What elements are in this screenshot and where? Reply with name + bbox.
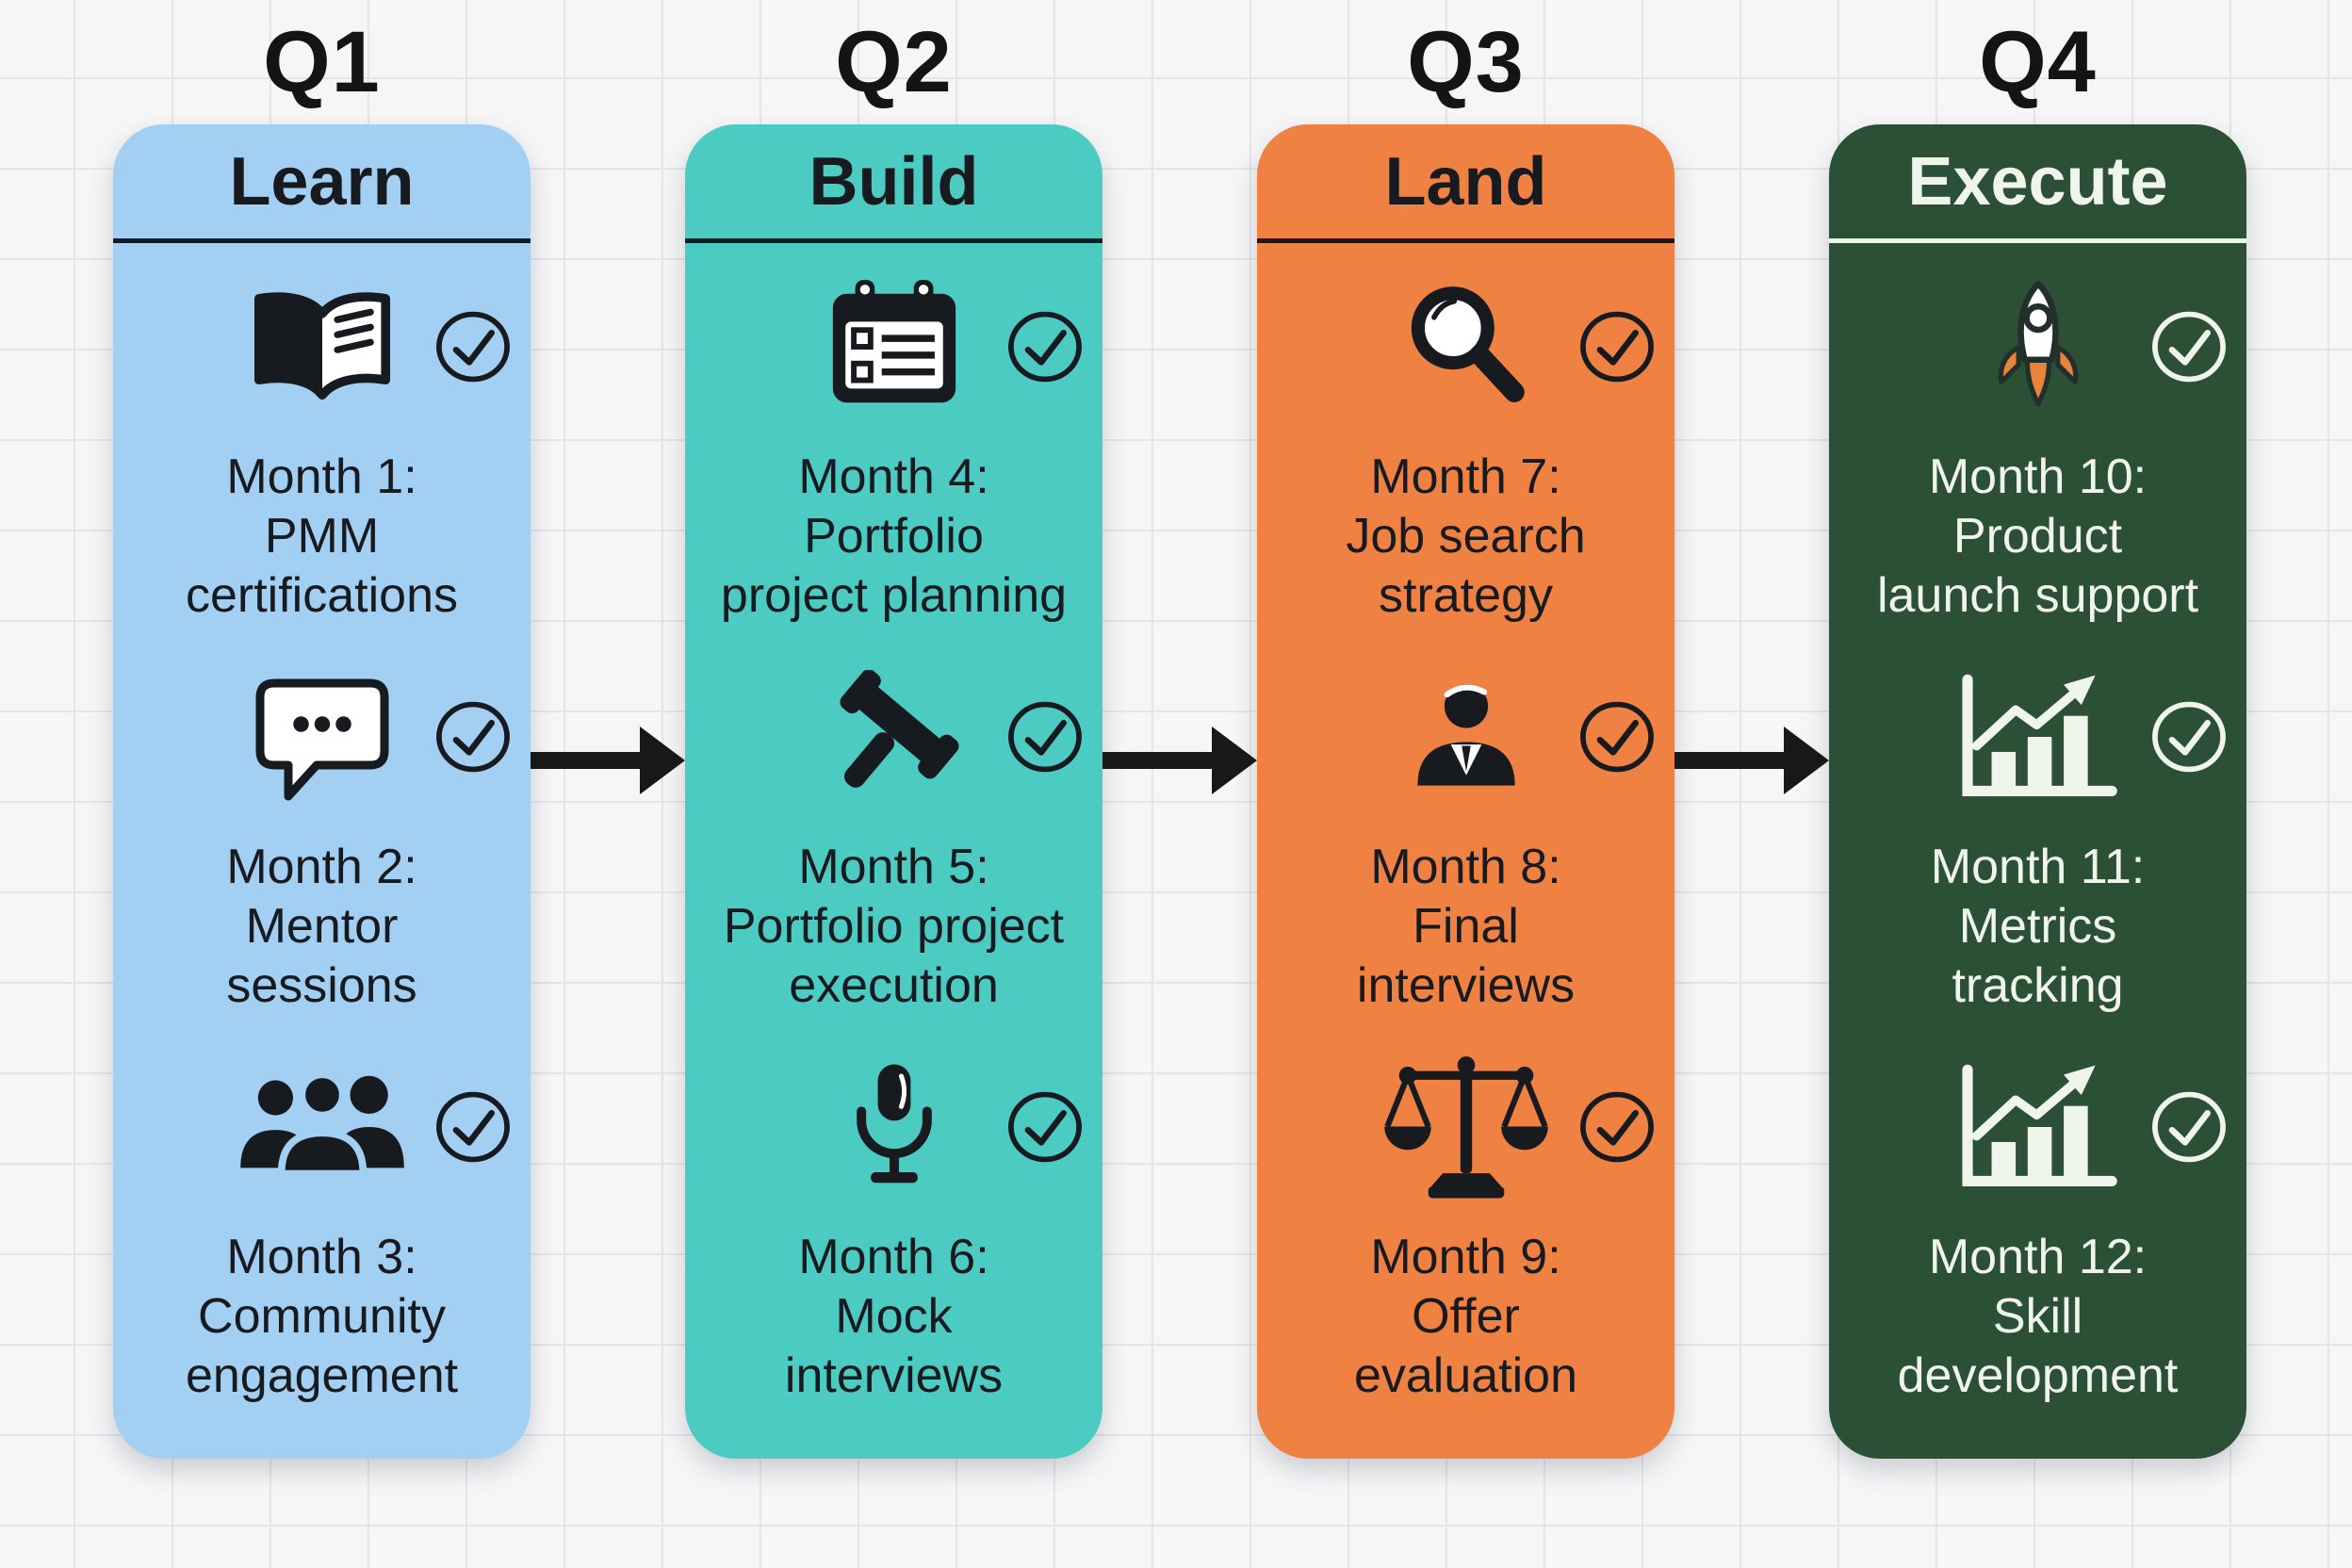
quarter-label-q3: Q3 [1407, 14, 1525, 110]
phase-title: Land [1257, 124, 1674, 243]
item-label: Month 4: Portfolio project planning [720, 449, 1068, 623]
icon-row [1257, 245, 1674, 448]
phase-title: Build [685, 124, 1102, 243]
flow-arrow-q1-q2 [531, 721, 685, 800]
check-icon [434, 1089, 512, 1164]
check-icon [1006, 699, 1084, 774]
check-icon [2150, 309, 2228, 384]
check-icon [434, 309, 512, 384]
metrics-chart-icon [1955, 674, 2121, 800]
icon-row [1257, 1025, 1674, 1228]
roadmap-item: Month 6: Mock interviews [685, 1025, 1102, 1415]
magnifier-icon [1399, 280, 1533, 414]
roadmap-item: Month 1: PMM certifications [113, 245, 531, 635]
icon-row [113, 245, 531, 448]
roadmap-item: Month 8: Final interviews [1257, 635, 1674, 1025]
rocket-icon [1977, 279, 2099, 414]
icon-row [1829, 635, 2246, 838]
check-icon [1006, 1089, 1084, 1164]
item-label: Month 2: Mentor sessions [226, 840, 417, 1013]
roadmap-item: Month 7: Job search strategy [1257, 245, 1674, 635]
card-body: Month 1: PMM certifications Month 2: Men… [113, 243, 531, 1415]
quarter-label-q2: Q2 [835, 14, 953, 110]
icon-row [685, 245, 1102, 448]
item-label: Month 6: Mock interviews [784, 1230, 1004, 1403]
check-icon [1578, 1089, 1656, 1164]
roadmap-item: Month 3: Community engagement [113, 1025, 531, 1415]
item-label: Month 8: Final interviews [1356, 840, 1576, 1013]
check-icon [434, 699, 512, 774]
quarter-q4: Q4 Execute Month 10: Product launch supp… [1829, 0, 2246, 1527]
icon-row [685, 635, 1102, 838]
phase-title: Execute [1829, 124, 2246, 243]
roadmap-item: Month 9: Offer evaluation [1257, 1025, 1674, 1415]
flow-arrow-q2-q3 [1102, 721, 1257, 800]
icon-row [1829, 245, 2246, 448]
task-board-icon [825, 277, 964, 416]
phase-title: Learn [113, 124, 531, 243]
item-label: Month 9: Offer evaluation [1353, 1230, 1578, 1403]
icon-row [113, 1025, 531, 1228]
flow-arrow-q3-q4 [1674, 721, 1829, 800]
quarter-label-q1: Q1 [263, 14, 381, 110]
open-book-icon [247, 286, 398, 407]
item-label: Month 1: PMM certifications [186, 449, 458, 623]
icon-row [113, 635, 531, 838]
roadmap-item: Month 12: Skill development [1829, 1025, 2246, 1415]
check-icon [2150, 1089, 2228, 1164]
quarter-q2: Q2 Build Month 4: Portfolio project plan… [685, 0, 1102, 1527]
item-label: Month 12: Skill development [1897, 1230, 2179, 1403]
person-suit-icon [1402, 673, 1530, 801]
item-label: Month 7: Job search strategy [1346, 449, 1586, 623]
item-label: Month 10: Product launch support [1876, 449, 2199, 623]
quarter-card-build: Build Month 4: Portfolio project plannin… [685, 124, 1102, 1459]
quarter-card-learn: Learn Month 1: PMM certifications Month … [113, 124, 531, 1459]
item-label: Month 11: Metrics tracking [1930, 840, 2146, 1013]
check-icon [1578, 699, 1656, 774]
people-group-icon [235, 1069, 410, 1185]
gavel-icon [827, 670, 961, 804]
quarter-card-execute: Execute Month 10: Product launch support… [1829, 124, 2246, 1459]
item-label: Month 3: Community engagement [185, 1230, 459, 1403]
chat-bubble-icon [252, 672, 393, 802]
quarter-card-land: Land Month 7: Job search strategy Month … [1257, 124, 1674, 1459]
icon-row [685, 1025, 1102, 1228]
check-icon [1006, 309, 1084, 384]
microphone-icon [841, 1062, 947, 1191]
roadmap-item: Month 11: Metrics tracking [1829, 635, 2246, 1025]
icon-row [1829, 1025, 2246, 1228]
quarter-label-q4: Q4 [1979, 14, 2097, 110]
check-icon [2150, 699, 2228, 774]
check-icon [1578, 309, 1656, 384]
scales-icon [1379, 1054, 1554, 1200]
roadmap-item: Month 10: Product launch support [1829, 245, 2246, 635]
quarter-q3: Q3 Land Month 7: Job search strategy Mon… [1257, 0, 1674, 1527]
card-body: Month 4: Portfolio project planning Mont… [685, 243, 1102, 1415]
roadmap-item: Month 5: Portfolio project execution [685, 635, 1102, 1025]
card-body: Month 10: Product launch support Month 1… [1829, 243, 2246, 1415]
roadmap-item: Month 2: Mentor sessions [113, 635, 531, 1025]
card-body: Month 7: Job search strategy Month 8: Fi… [1257, 243, 1674, 1415]
growth-chart-icon [1955, 1064, 2121, 1190]
quarter-q1: Q1 Learn Month 1: PMM certifications Mon… [113, 0, 531, 1527]
item-label: Month 5: Portfolio project execution [723, 840, 1065, 1013]
icon-row [1257, 635, 1674, 838]
roadmap-item: Month 4: Portfolio project planning [685, 245, 1102, 635]
